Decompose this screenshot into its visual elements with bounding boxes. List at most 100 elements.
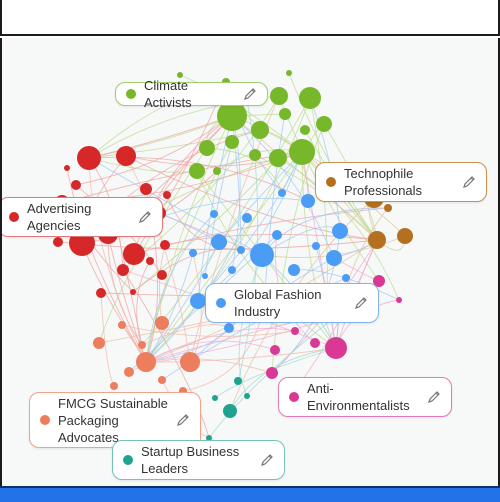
- group-color-dot: [216, 298, 226, 308]
- graph-node-blue[interactable]: [190, 293, 206, 309]
- graph-node-green[interactable]: [269, 149, 287, 167]
- graph-node-blue[interactable]: [301, 194, 315, 208]
- graph-node-blue[interactable]: [202, 273, 208, 279]
- graph-node-green[interactable]: [249, 149, 261, 161]
- network-graph[interactable]: Climate Activists Technophile Profession…: [0, 38, 500, 486]
- pencil-icon[interactable]: [427, 390, 441, 404]
- graph-node-green[interactable]: [251, 121, 269, 139]
- graph-node-blue[interactable]: [288, 264, 300, 276]
- graph-node-pink[interactable]: [310, 338, 320, 348]
- graph-node-salmon[interactable]: [158, 376, 166, 384]
- graph-node-green[interactable]: [289, 139, 315, 165]
- graph-node-blue[interactable]: [224, 323, 234, 333]
- graph-node-teal[interactable]: [234, 377, 242, 385]
- graph-node-red[interactable]: [163, 191, 171, 199]
- graph-node-blue[interactable]: [332, 223, 348, 239]
- graph-node-salmon[interactable]: [110, 382, 118, 390]
- graph-node-salmon[interactable]: [180, 352, 200, 372]
- graph-node-green[interactable]: [299, 87, 321, 109]
- graph-node-pink[interactable]: [396, 297, 402, 303]
- graph-node-brown[interactable]: [368, 231, 386, 249]
- graph-node-red[interactable]: [140, 183, 152, 195]
- graph-node-red[interactable]: [146, 257, 154, 265]
- graph-node-red[interactable]: [71, 180, 81, 190]
- pencil-icon[interactable]: [243, 87, 257, 101]
- pencil-icon[interactable]: [138, 210, 152, 224]
- graph-node-blue[interactable]: [211, 234, 227, 250]
- group-label-text: Climate Activists: [144, 78, 192, 110]
- graph-edge: [125, 155, 191, 363]
- graph-node-blue[interactable]: [272, 230, 282, 240]
- graph-node-red[interactable]: [157, 270, 167, 280]
- group-label-fmcg-sustainable-packaging-advocates[interactable]: FMCG Sustainable Packaging Advocates: [29, 392, 201, 448]
- graph-node-blue[interactable]: [237, 246, 245, 254]
- graph-node-pink[interactable]: [325, 337, 347, 359]
- graph-node-blue[interactable]: [312, 242, 320, 250]
- graph-edge: [231, 115, 335, 259]
- pencil-icon[interactable]: [176, 413, 190, 427]
- graph-node-green[interactable]: [199, 140, 215, 156]
- graph-node-red[interactable]: [130, 289, 136, 295]
- graph-node-green[interactable]: [225, 135, 239, 149]
- graph-node-teal[interactable]: [212, 395, 218, 401]
- graph-node-salmon[interactable]: [124, 367, 134, 377]
- graph-node-salmon[interactable]: [136, 352, 156, 372]
- graph-node-red[interactable]: [64, 165, 70, 171]
- graph-node-pink[interactable]: [270, 345, 280, 355]
- graph-node-red[interactable]: [117, 264, 129, 276]
- group-label-global-fashion-industry[interactable]: Global Fashion Industry: [205, 283, 379, 323]
- graph-node-red[interactable]: [53, 237, 63, 247]
- graph-node-green[interactable]: [177, 72, 183, 78]
- graph-node-brown[interactable]: [397, 228, 413, 244]
- graph-node-pink[interactable]: [266, 367, 278, 379]
- graph-node-teal[interactable]: [244, 393, 250, 399]
- graph-node-green[interactable]: [279, 108, 291, 120]
- graph-node-green[interactable]: [316, 116, 332, 132]
- graph-node-salmon[interactable]: [138, 341, 146, 349]
- graph-node-green[interactable]: [286, 70, 292, 76]
- graph-node-pink[interactable]: [291, 327, 299, 335]
- graph-node-red[interactable]: [96, 288, 106, 298]
- graph-node-salmon[interactable]: [93, 337, 105, 349]
- graph-node-green[interactable]: [270, 87, 288, 105]
- graph-node-salmon[interactable]: [155, 316, 169, 330]
- pencil-icon[interactable]: [354, 296, 368, 310]
- graph-node-red[interactable]: [116, 146, 136, 166]
- graph-node-teal[interactable]: [223, 404, 237, 418]
- graph-node-blue[interactable]: [250, 243, 274, 267]
- graph-node-blue[interactable]: [278, 189, 286, 197]
- graph-node-blue[interactable]: [228, 266, 236, 274]
- group-label-climate-activists[interactable]: Climate Activists: [115, 78, 268, 110]
- graph-edge: [145, 340, 276, 363]
- graph-node-salmon[interactable]: [118, 321, 126, 329]
- group-label-anti-environmentalists[interactable]: Anti- Environmentalists: [278, 377, 452, 417]
- graph-node-green[interactable]: [217, 101, 247, 131]
- group-label-advertising-agencies[interactable]: Advertising Agencies: [2, 197, 163, 237]
- graph-node-pink[interactable]: [373, 275, 385, 287]
- graph-edge: [301, 151, 337, 349]
- graph-node-blue[interactable]: [326, 250, 342, 266]
- graph-node-blue[interactable]: [342, 274, 350, 282]
- graph-edge: [231, 115, 378, 241]
- group-label-text: Global Fashion Industry: [234, 287, 322, 319]
- graph-node-green[interactable]: [189, 163, 205, 179]
- graph-node-blue[interactable]: [189, 249, 197, 257]
- graph-node-red[interactable]: [160, 240, 170, 250]
- graph-edge: [145, 213, 215, 363]
- graph-node-brown[interactable]: [384, 204, 392, 212]
- graph-node-green[interactable]: [213, 167, 221, 175]
- graph-edge: [214, 347, 337, 399]
- pencil-icon[interactable]: [260, 453, 274, 467]
- group-label-technophile-professionals[interactable]: Technophile Professionals: [315, 162, 487, 202]
- graph-node-red[interactable]: [123, 243, 145, 265]
- graph-node-red[interactable]: [77, 146, 101, 170]
- graph-node-green[interactable]: [300, 125, 310, 135]
- graph-edge: [293, 269, 400, 301]
- graph-edge: [261, 226, 341, 256]
- graph-node-blue[interactable]: [210, 210, 218, 218]
- pencil-icon[interactable]: [462, 175, 476, 189]
- graph-node-teal[interactable]: [206, 435, 212, 441]
- group-label-startup-business-leaders[interactable]: Startup Business Leaders: [112, 440, 285, 480]
- graph-node-blue[interactable]: [242, 213, 252, 223]
- graph-edge: [208, 309, 345, 439]
